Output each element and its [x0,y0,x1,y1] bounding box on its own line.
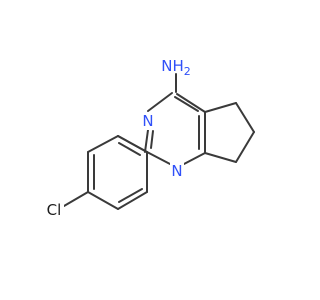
bond-c4-n3 [147,92,173,112]
bond-c6-c7 [235,131,255,163]
bond-c7-c7a [204,152,237,163]
bond-n3-c2-inner [150,130,154,149]
atom-amine: NH2 [161,57,191,78]
bond-c4-c4a-inner [174,96,199,112]
label-bg-n1 [170,162,184,180]
bond-ph4-ph5 [117,191,148,210]
bond-ph1-ph2 [87,135,119,153]
label-bg-cl [44,201,64,219]
atom-n3: N [142,112,153,130]
bonds [63,73,255,210]
bond-c2-n1 [146,151,171,165]
bond-ph-cl [63,191,89,207]
amine-label: NH [161,57,184,75]
structure-diagram: NH2 N N Cl [44,57,255,219]
amine-subscript: 2 [184,65,191,78]
atom-labels: NH2 N N Cl [44,57,191,219]
bond-ph6-ph1 [117,135,148,153]
atom-chlorine: Cl [47,201,62,219]
bond-ph1-ph6-inner [118,142,141,156]
bond-n3-c2 [144,129,149,153]
atom-n1: N [171,162,182,180]
bond-n1-c7a [183,152,206,165]
bond-ph3-ph4 [87,191,119,210]
bond-c4a-c4 [176,93,206,113]
bond-ph4-ph5-inner [118,188,143,203]
label-bg-n3 [141,112,155,130]
bond-c5-c6 [235,102,255,133]
bond-c4a-c5 [204,102,237,113]
